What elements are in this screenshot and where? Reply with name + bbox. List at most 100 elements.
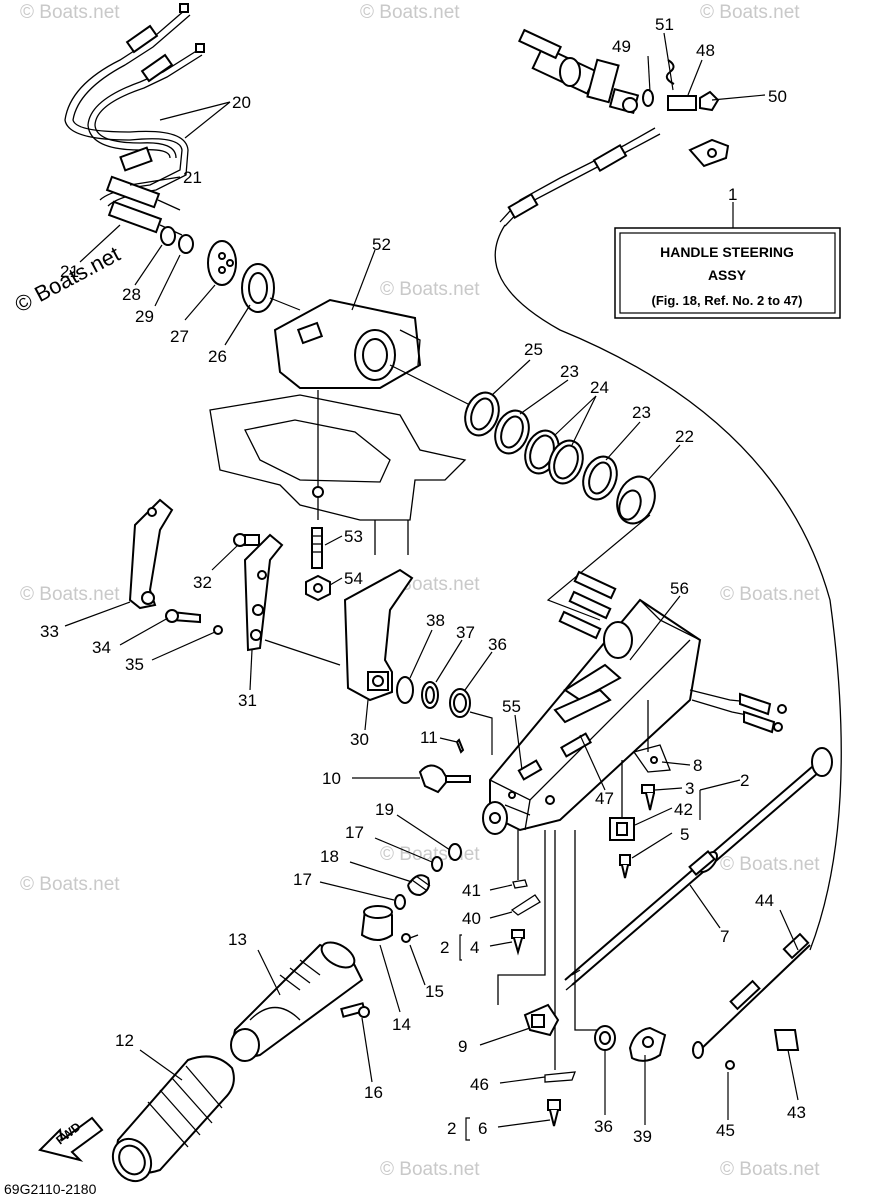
callout-37: 37 bbox=[456, 623, 475, 642]
callout-51: 51 bbox=[655, 15, 674, 34]
callout-24: 24 bbox=[590, 378, 609, 397]
callout-3: 3 bbox=[685, 779, 694, 798]
bracket-lower bbox=[510, 830, 541, 956]
callout-49: 49 bbox=[612, 37, 631, 56]
steering-bracket-52 bbox=[273, 298, 471, 406]
callout-17: 17 bbox=[345, 823, 364, 842]
callout-9: 9 bbox=[458, 1037, 467, 1056]
diagram-code: 69G2110-2180 bbox=[4, 1181, 97, 1197]
handle-bracket-body bbox=[482, 570, 787, 835]
callout-36: 36 bbox=[594, 1117, 613, 1136]
callout-15: 15 bbox=[425, 982, 444, 1001]
callout-1: 1 bbox=[728, 185, 737, 204]
callout-21: 21 bbox=[183, 168, 202, 187]
callout-41: 41 bbox=[462, 881, 481, 900]
callout-30: 30 bbox=[350, 730, 369, 749]
callout-48: 48 bbox=[696, 41, 715, 60]
callout-2: 2 bbox=[440, 938, 449, 957]
watermark: © Boats.net bbox=[360, 2, 460, 23]
callout-52: 52 bbox=[372, 235, 391, 254]
callout-2: 2 bbox=[740, 771, 749, 790]
watermark: © Boats.net bbox=[20, 874, 120, 895]
callout-46: 46 bbox=[470, 1075, 489, 1094]
callout-42: 42 bbox=[674, 800, 693, 819]
watermark: © Boats.net bbox=[720, 1159, 820, 1180]
callout-56: 56 bbox=[670, 579, 689, 598]
callout-17: 17 bbox=[293, 870, 312, 889]
fwd-arrow-icon: FWD bbox=[38, 1116, 104, 1162]
callout-18: 18 bbox=[320, 847, 339, 866]
stud-nut-group bbox=[305, 527, 331, 602]
callout-4: 4 bbox=[470, 938, 479, 957]
callout-53: 53 bbox=[344, 527, 363, 546]
watermark: © Boats.net bbox=[720, 584, 820, 605]
cable-44 bbox=[692, 932, 811, 1070]
callout-44: 44 bbox=[755, 891, 774, 910]
callout-16: 16 bbox=[364, 1083, 383, 1102]
watermark: © Boats.net bbox=[20, 2, 120, 23]
callout-34: 34 bbox=[92, 638, 111, 657]
callout-26: 26 bbox=[208, 347, 227, 366]
callout-39: 39 bbox=[633, 1127, 652, 1146]
callout-35: 35 bbox=[125, 655, 144, 674]
callout-36: 36 bbox=[488, 635, 507, 654]
grommet-group bbox=[160, 226, 301, 313]
callout-47: 47 bbox=[595, 789, 614, 808]
callouts: 20 21 21 28 29 27 26 52 25 23 24 23 22 4… bbox=[40, 15, 806, 1146]
friction-screw-group bbox=[418, 738, 471, 794]
throttle-cables bbox=[64, 3, 205, 236]
assembly-subtitle: ASSY bbox=[708, 267, 747, 283]
callout-33: 33 bbox=[40, 622, 59, 641]
callout-31: 31 bbox=[238, 691, 257, 710]
callout-23: 23 bbox=[560, 362, 579, 381]
callout-12: 12 bbox=[115, 1031, 134, 1050]
washer-stack bbox=[464, 391, 656, 621]
plate-46-bolt-6 bbox=[544, 1071, 576, 1127]
callout-25: 25 bbox=[524, 340, 543, 359]
callout-38: 38 bbox=[426, 611, 445, 630]
assembly-title: HANDLE STEERING bbox=[660, 244, 794, 260]
assembly-box: HANDLE STEERING ASSY (Fig. 18, Ref. No. … bbox=[614, 185, 841, 319]
tiller-cable-upper bbox=[499, 28, 730, 227]
callout-10: 10 bbox=[322, 769, 341, 788]
watermark: © Boats.net bbox=[380, 1159, 480, 1180]
control-rod-7 bbox=[564, 747, 833, 991]
callout-54: 54 bbox=[344, 569, 363, 588]
watermark: © Boats.net bbox=[720, 854, 820, 875]
callout-40: 40 bbox=[462, 909, 481, 928]
callout-19: 19 bbox=[375, 800, 394, 819]
callout-11: 11 bbox=[420, 728, 438, 747]
callout-2: 2 bbox=[447, 1119, 456, 1138]
callout-50: 50 bbox=[768, 87, 787, 106]
leader-lines bbox=[64, 32, 799, 1141]
callout-5: 5 bbox=[680, 825, 689, 844]
watermark: © Boats.net bbox=[20, 584, 120, 605]
callout-28: 28 bbox=[122, 285, 141, 304]
callout-6: 6 bbox=[478, 1119, 487, 1138]
throttle-cable-loop bbox=[494, 224, 842, 951]
callout-27: 27 bbox=[170, 327, 189, 346]
callout-43: 43 bbox=[787, 1103, 806, 1122]
washers-38-37-36 bbox=[396, 676, 493, 755]
friction-plate-group bbox=[128, 498, 341, 666]
spring-group bbox=[394, 843, 462, 910]
handle-grip-12 bbox=[111, 1055, 235, 1183]
watermark: © Boats.net bbox=[380, 279, 480, 300]
callout-21: 21 bbox=[60, 262, 79, 281]
throttle-grip-13 bbox=[230, 905, 419, 1062]
watermark: © Boats.net bbox=[700, 2, 800, 23]
callout-32: 32 bbox=[193, 573, 212, 592]
washer-36-cam-39 bbox=[594, 1025, 667, 1062]
callout-14: 14 bbox=[392, 1015, 411, 1034]
callout-29: 29 bbox=[135, 307, 154, 326]
callout-45: 45 bbox=[716, 1121, 735, 1140]
screw-16 bbox=[340, 1002, 370, 1018]
clip-group-right bbox=[609, 700, 671, 879]
lever-30 bbox=[343, 568, 414, 702]
swivel-bracket bbox=[209, 390, 467, 555]
clamp-9 bbox=[497, 830, 600, 1070]
callout-20: 20 bbox=[232, 93, 251, 112]
callout-7: 7 bbox=[720, 927, 729, 946]
callout-13: 13 bbox=[228, 930, 247, 949]
